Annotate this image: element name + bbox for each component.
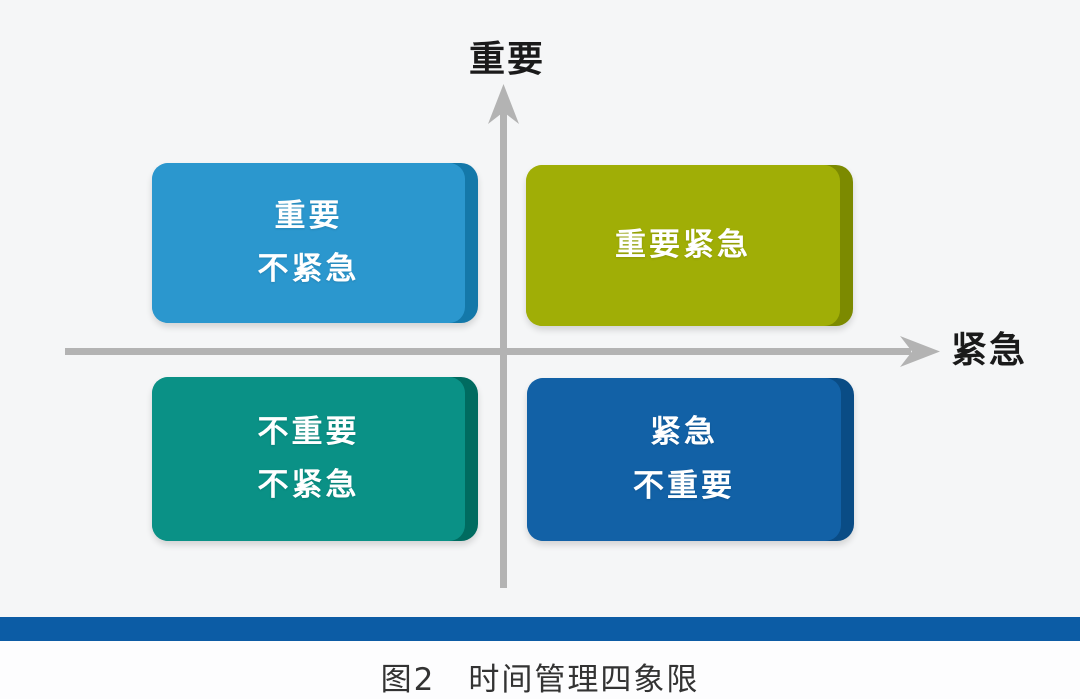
quadrant-label-line: 紧急 [650, 414, 718, 451]
quadrant-label-line: 不紧急 [257, 467, 360, 503]
quadrant-label-line: 重要 [274, 197, 343, 234]
quadrant-not-important-not-urgent: 不重要 不紧急 [152, 377, 478, 541]
quadrant-label: 重要紧急 [615, 219, 751, 272]
y-axis-arrowhead-icon [488, 84, 519, 124]
divider-bar [0, 617, 1080, 641]
x-axis-line [65, 348, 911, 355]
quadrant-label-line: 不紧急 [257, 251, 360, 287]
quadrant-face: 紧急 不重要 [527, 378, 841, 541]
quadrant-label-line: 重要紧急 [615, 226, 751, 263]
quadrant-label-line: 不重要 [633, 467, 735, 504]
quadrant-label-line: 不重要 [257, 413, 360, 450]
quadrant-face: 重要紧急 [526, 165, 840, 326]
footer-strip [0, 641, 1080, 699]
quadrant-face: 不重要 不紧急 [152, 377, 465, 541]
quadrant-urgent-not-important: 紧急 不重要 [527, 378, 854, 541]
quadrant-label: 紧急 不重要 [633, 406, 735, 513]
y-axis-label: 重要 [468, 39, 545, 80]
quadrant-important-urgent: 重要紧急 [526, 165, 853, 326]
quadrant-face: 重要 不紧急 [152, 163, 465, 323]
quadrant-important-not-urgent: 重要 不紧急 [152, 163, 478, 323]
y-axis-line [500, 110, 507, 588]
x-axis-arrowhead-icon [900, 336, 940, 367]
quadrant-label: 不重要 不紧急 [258, 406, 360, 513]
figure-caption: 图2 时间管理四象限 [380, 662, 700, 698]
quadrant-label: 重要 不紧急 [258, 190, 360, 297]
x-axis-label: 紧急 [951, 330, 1028, 371]
